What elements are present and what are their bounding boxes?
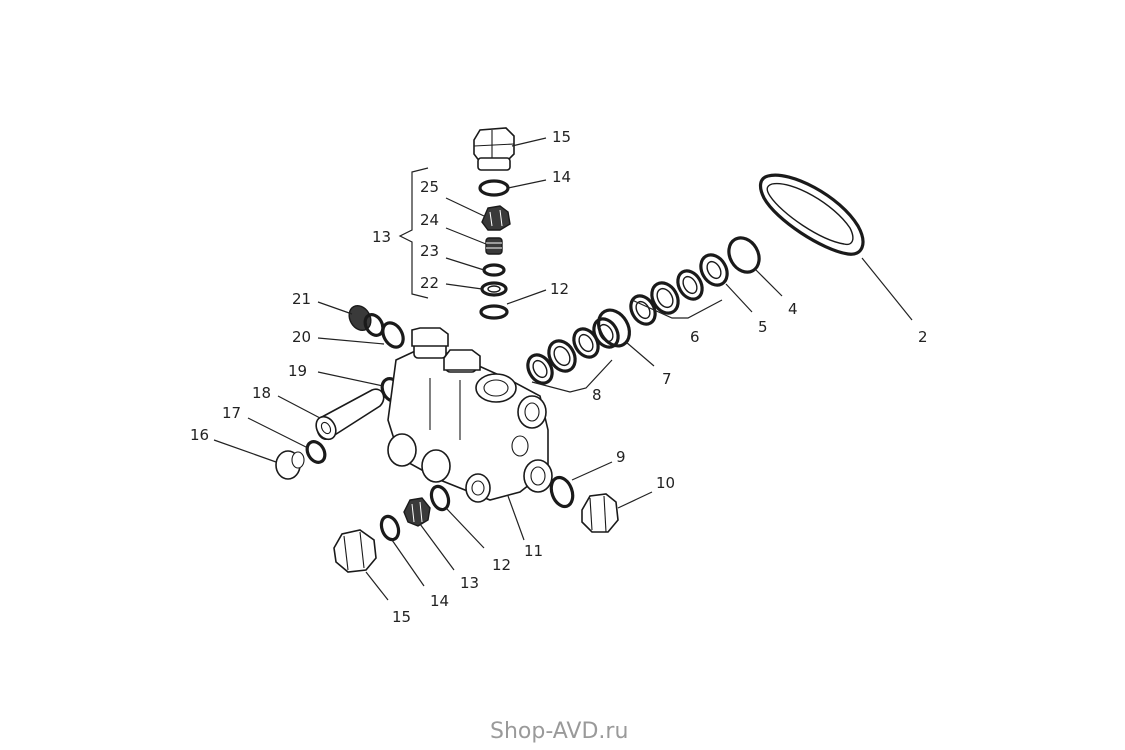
valve-seat-23 (482, 263, 506, 277)
callout-2: 2 (918, 328, 928, 346)
callout-21: 21 (292, 290, 311, 308)
callout-20: 20 (292, 328, 311, 346)
callout-13-bottom: 13 (460, 574, 479, 592)
callout-11: 11 (524, 542, 543, 560)
plug-15-lower (333, 529, 377, 573)
callout-14-top: 14 (552, 168, 571, 186)
callout-13-top: 13 (372, 228, 391, 246)
seal-set-6 (629, 269, 704, 326)
top-plug-15 (473, 127, 515, 171)
seal-ring-7 (592, 308, 632, 349)
bracket-13 (398, 167, 429, 299)
plug-10 (581, 493, 619, 533)
seal-set-8 (526, 327, 600, 385)
washer-14-lower (379, 514, 401, 542)
seal-ring-5 (699, 253, 729, 287)
callout-7: 7 (662, 370, 672, 388)
top-washer-14 (478, 179, 510, 197)
callout-22: 22 (420, 274, 439, 292)
top-oring-12 (479, 304, 509, 320)
manifold-gasket-2 (758, 173, 865, 256)
callout-12-bottom: 12 (492, 556, 511, 574)
callout-10: 10 (656, 474, 675, 492)
callout-19: 19 (288, 362, 307, 380)
oring-20 (381, 321, 405, 349)
callout-24: 24 (420, 211, 439, 229)
callout-9: 9 (616, 448, 626, 466)
fitting-21 (348, 304, 385, 337)
leader-lines (213, 137, 913, 601)
bracket-6 (631, 299, 723, 319)
callout-5: 5 (758, 318, 768, 336)
callout-4: 4 (788, 300, 798, 318)
bracket-8 (531, 359, 613, 393)
callout-labels: 15 14 25 24 13 23 22 12 21 20 19 18 17 1… (190, 128, 928, 626)
callout-14-bottom: 14 (430, 592, 449, 610)
callout-15-top: 15 (552, 128, 571, 146)
oring-12-lower (429, 484, 451, 512)
plug-16 (275, 450, 305, 480)
sleeve-18 (315, 388, 385, 441)
manifold-body-11 (387, 327, 553, 503)
callout-16: 16 (190, 426, 209, 444)
callout-25: 25 (420, 178, 439, 196)
valve-cap-25 (481, 205, 511, 231)
valve-13-lower (403, 497, 431, 527)
valve-spring-24 (485, 237, 503, 255)
oring-17 (305, 440, 327, 464)
valve-oring-22 (480, 281, 508, 297)
callout-18: 18 (252, 384, 271, 402)
callout-8: 8 (592, 386, 602, 404)
callout-12-top: 12 (550, 280, 569, 298)
callout-15-bottom: 15 (392, 608, 411, 626)
oring-9 (549, 475, 575, 509)
callout-17: 17 (222, 404, 241, 422)
seal-ring-4 (727, 236, 761, 274)
watermark: Shop-AVD.ru (490, 719, 628, 744)
callout-6: 6 (690, 328, 700, 346)
callout-23: 23 (420, 242, 439, 260)
